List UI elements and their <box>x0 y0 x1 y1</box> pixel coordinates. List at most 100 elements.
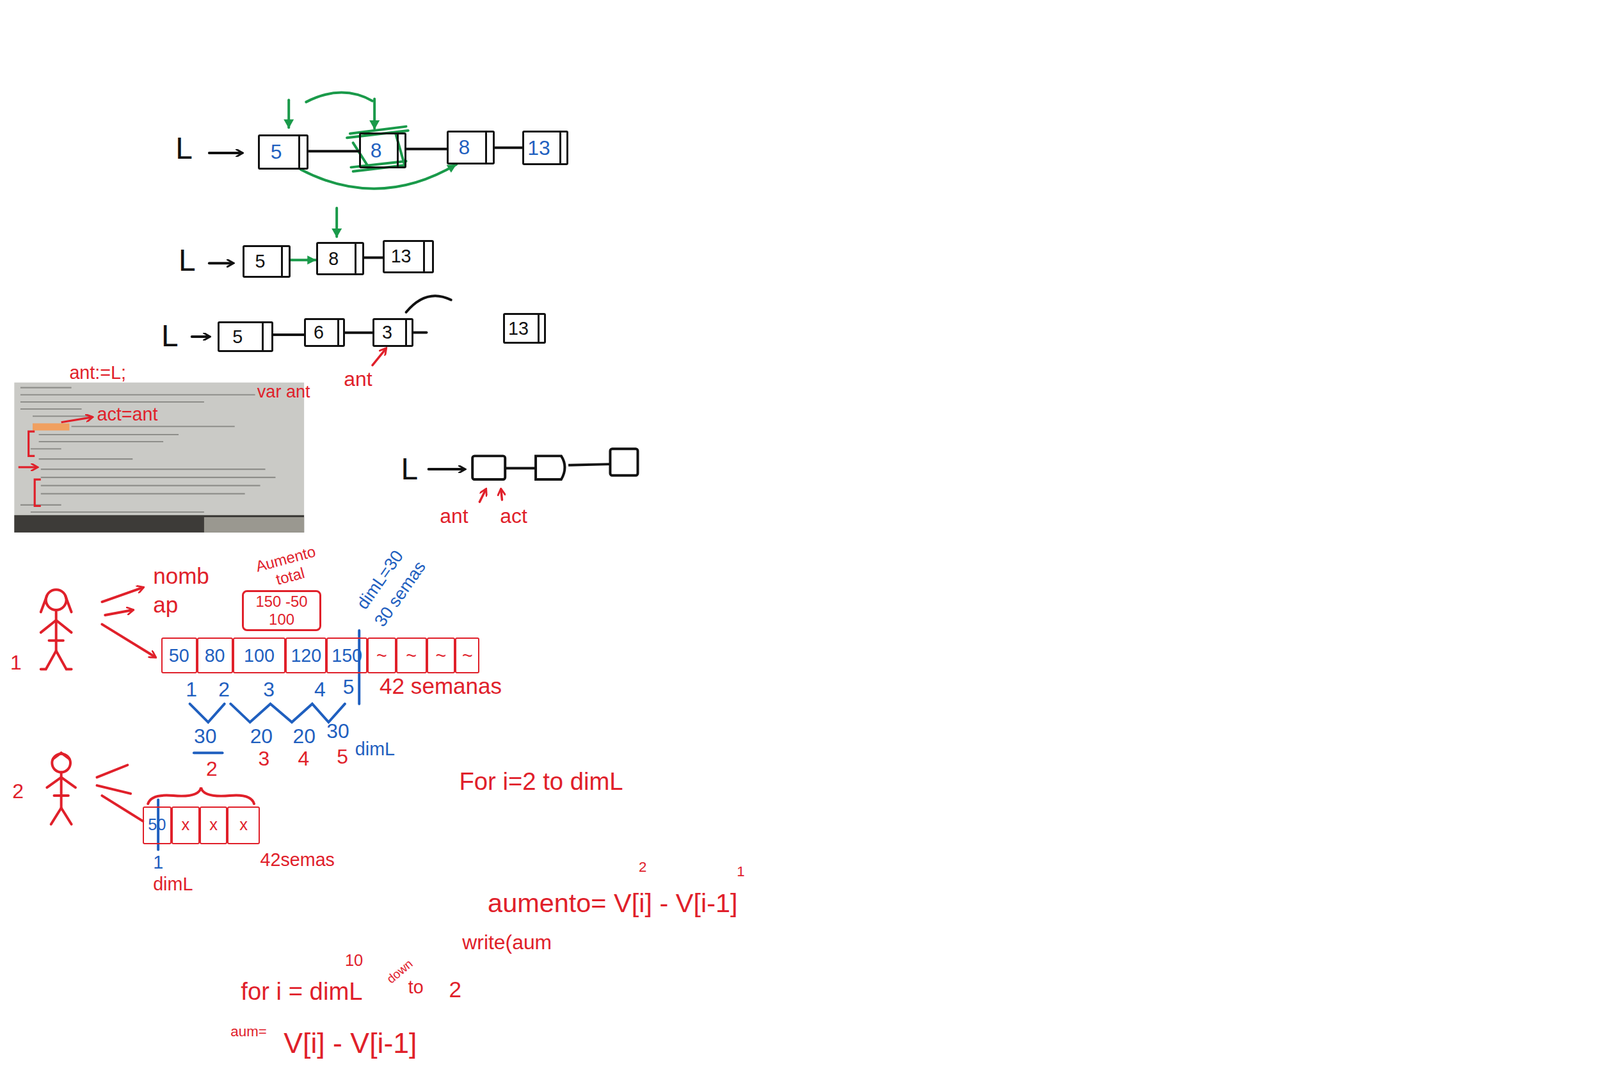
code-photo <box>14 382 304 533</box>
empty-list-nodes <box>504 467 536 470</box>
node-text: x <box>181 815 190 834</box>
list-node: 5 <box>217 321 274 352</box>
node-text: 13 <box>508 318 529 340</box>
array-cell: ~ <box>396 637 427 674</box>
red-pointer-arrows <box>501 489 503 500</box>
node-text: x <box>239 815 248 834</box>
handwritten-label: 20 <box>293 724 316 749</box>
code-photo <box>61 417 93 423</box>
stick-figures <box>46 589 67 610</box>
code-photo <box>32 423 70 431</box>
handwritten-label: aumento= V[i] - V[i-1] <box>487 887 738 919</box>
link-line <box>344 331 373 335</box>
code-photo <box>39 433 179 436</box>
handwritten-label: L <box>401 451 419 487</box>
code-photo <box>30 448 62 450</box>
pointer-divider <box>354 243 357 274</box>
blue-markings <box>230 704 345 723</box>
handwritten-label: 1 <box>10 650 22 675</box>
handwritten-label: L <box>161 318 179 354</box>
list-pointer-arrows <box>413 331 427 335</box>
handwritten-label: 20 <box>250 724 273 749</box>
pointer-divider <box>485 132 488 163</box>
handwritten-label: dimL <box>152 873 193 895</box>
stick-figures <box>51 807 72 824</box>
blue-markings <box>158 630 360 850</box>
handwritten-label: 5 <box>343 675 355 699</box>
node-text: 100 <box>268 610 295 629</box>
handwritten-label: 30 <box>326 719 349 744</box>
figure-arrows <box>96 764 128 777</box>
blue-markings <box>357 630 361 704</box>
list-pointer-arrows <box>209 151 242 155</box>
code-photo <box>20 387 72 389</box>
list-node: 8 <box>359 132 406 169</box>
array-cell: x <box>171 806 201 845</box>
handwritten-label: nomb <box>152 563 210 589</box>
node-text: 50 <box>147 815 166 834</box>
node-text: 6 <box>313 321 324 344</box>
link-line <box>308 149 360 153</box>
pointer-divider <box>280 247 283 276</box>
handwritten-label: dimL <box>355 738 395 760</box>
figure-arrows <box>96 785 131 794</box>
list-node: 5 <box>242 245 291 278</box>
array-cell: 80 <box>197 637 233 674</box>
node-text: 50 <box>168 645 190 667</box>
list-link <box>494 147 523 148</box>
list-node: 3 <box>372 318 414 347</box>
handwritten-label: Aumento total <box>243 539 332 595</box>
handwritten-label: 1 <box>152 851 164 873</box>
list-link <box>364 257 383 258</box>
pointer-divider <box>298 136 301 168</box>
node-text: 80 <box>204 645 226 667</box>
handwritten-label: write(aum <box>462 930 552 955</box>
code-photo <box>18 465 38 468</box>
array-cell: 50 <box>142 806 171 845</box>
figure-arrows <box>101 587 143 602</box>
handwritten-label: L <box>175 130 193 166</box>
handwritten-label: 30 <box>193 724 217 749</box>
list-node: 8 <box>316 241 365 276</box>
stick-figures <box>53 752 70 760</box>
node-text: 8 <box>370 138 383 163</box>
green-annotations <box>287 99 290 128</box>
figure-arrows <box>104 609 133 616</box>
code-photo <box>20 387 276 512</box>
handwritten-label: ant <box>343 367 372 392</box>
green-annotations <box>305 92 373 103</box>
figure-arrows <box>101 795 143 822</box>
empty-list-nodes <box>472 455 505 480</box>
pointer-divider <box>396 134 399 167</box>
empty-list-nodes <box>472 448 638 480</box>
blue-markings <box>190 704 225 723</box>
handwritten-label: 10 <box>344 951 363 970</box>
node-text: 13 <box>527 136 550 160</box>
handwritten-label: 3 <box>263 677 275 702</box>
list-node: 5 <box>257 134 308 169</box>
handwritten-label: 4 <box>298 746 310 771</box>
list-pointer-arrows <box>406 295 452 312</box>
code-photo <box>20 401 205 403</box>
stick-figures <box>40 589 76 825</box>
stick-figures <box>54 794 69 797</box>
list-pointer-arrows <box>209 261 233 265</box>
arrow-head <box>446 164 457 173</box>
handwritten-label: aum= <box>230 1023 267 1040</box>
array-cell: 120 <box>285 637 327 674</box>
link-line <box>494 146 523 150</box>
pointer-divider <box>423 241 425 272</box>
node-text: 150 -50 <box>255 592 308 611</box>
code-photo <box>40 476 276 479</box>
code-photo <box>28 431 36 456</box>
pointer-divider <box>537 314 540 342</box>
node-text: x <box>209 815 218 834</box>
node-text: 5 <box>232 326 243 348</box>
node-text: 100 <box>243 645 275 667</box>
code-photo <box>40 468 266 470</box>
pointer-divider <box>261 323 264 351</box>
empty-list-nodes <box>568 464 610 466</box>
handwritten-label: 5 <box>336 744 349 769</box>
